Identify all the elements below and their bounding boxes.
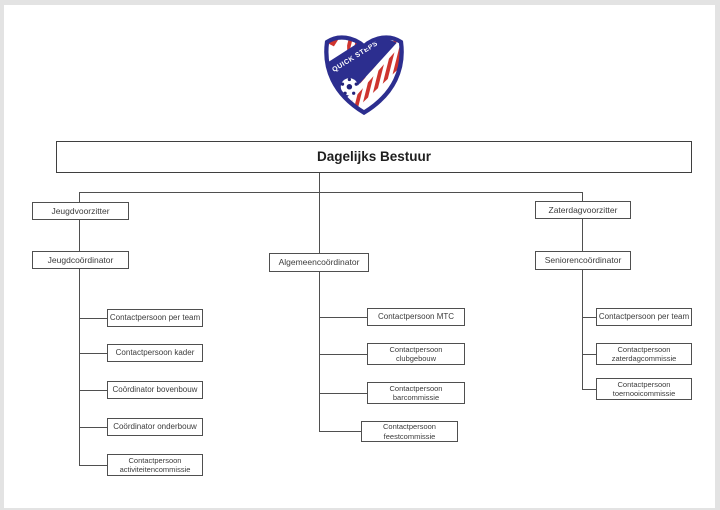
connector-right-head-drop — [582, 192, 583, 202]
connector-middle-spine — [319, 272, 320, 431]
org-node-contactpersoon-per-team-senioren: Contactpersoon per team — [596, 308, 692, 326]
connector-left-stub-4 — [79, 427, 107, 428]
connector-left-head-drop — [79, 192, 80, 202]
connector-right-stub-3 — [582, 389, 596, 390]
connector-left-stub-3 — [79, 390, 107, 391]
soccer-ball-icon — [340, 77, 358, 96]
connector-right-head-sub — [582, 219, 583, 251]
connector-middle-stub-2 — [319, 354, 367, 355]
org-node-contactpersoon-barcommissie: Contactpersoon barcommissie — [367, 382, 465, 404]
connector-right-stub-1 — [582, 317, 596, 318]
connector-left-stub-1 — [79, 318, 107, 319]
connector-middle-stub-1 — [319, 317, 367, 318]
org-node-contactpersoon-toernooicommissie: Contactpersoon toernooicommissie — [596, 378, 692, 400]
connector-left-spine — [79, 269, 80, 465]
org-node-dagelijks-bestuur: Dagelijks Bestuur — [56, 141, 692, 173]
org-node-algemeencoordinator: Algemeencoördinator — [269, 253, 369, 272]
connector-right-stub-2 — [582, 354, 596, 355]
org-node-contactpersoon-clubgebouw: Contactpersoon clubgebouw — [367, 343, 465, 365]
connector-left-stub-5 — [79, 465, 107, 466]
org-node-coordinator-bovenbouw: Coördinator bovenbouw — [107, 381, 203, 399]
org-node-jeugdcoordinator: Jeugdcoördinator — [32, 251, 129, 269]
org-node-contactpersoon-zaterdagcommissie: Contactpersoon zaterdagcommissie — [596, 343, 692, 365]
org-node-seniorencoordinator: Seniorencoördinator — [535, 251, 631, 270]
org-node-contactpersoon-feestcommissie: Contactpersoon feestcommissie — [361, 421, 458, 442]
document-page: QUICK STEPS Dagelijks Bestuur — [4, 5, 715, 508]
connector-right-spine — [582, 270, 583, 389]
org-node-contactpersoon-mtc: Contactpersoon MTC — [367, 308, 465, 326]
org-node-contactpersoon-activiteitencommissie: Contactpersoon activiteitencommissie — [107, 454, 203, 476]
crest-border — [324, 35, 404, 115]
org-node-contactpersoon-kader: Contactpersoon kader — [107, 344, 203, 362]
club-crest-logo: QUICK STEPS — [324, 35, 404, 115]
org-node-coordinator-onderbouw: Coördinator onderbouw — [107, 418, 203, 436]
connector-root-drop — [319, 173, 320, 192]
org-node-contactpersoon-per-team-jeugd: Contactpersoon per team — [107, 309, 203, 327]
connector-left-head-sub — [79, 220, 80, 251]
connector-left-stub-2 — [79, 353, 107, 354]
connector-main-horizontal — [79, 192, 583, 193]
connector-middle-stub-3 — [319, 393, 367, 394]
org-node-jeugdvoorzitter: Jeugdvoorzitter — [32, 202, 129, 220]
connector-middle-drop — [319, 192, 320, 253]
connector-middle-stub-4 — [319, 431, 361, 432]
org-node-zaterdagvoorzitter: Zaterdagvoorzitter — [535, 201, 631, 219]
